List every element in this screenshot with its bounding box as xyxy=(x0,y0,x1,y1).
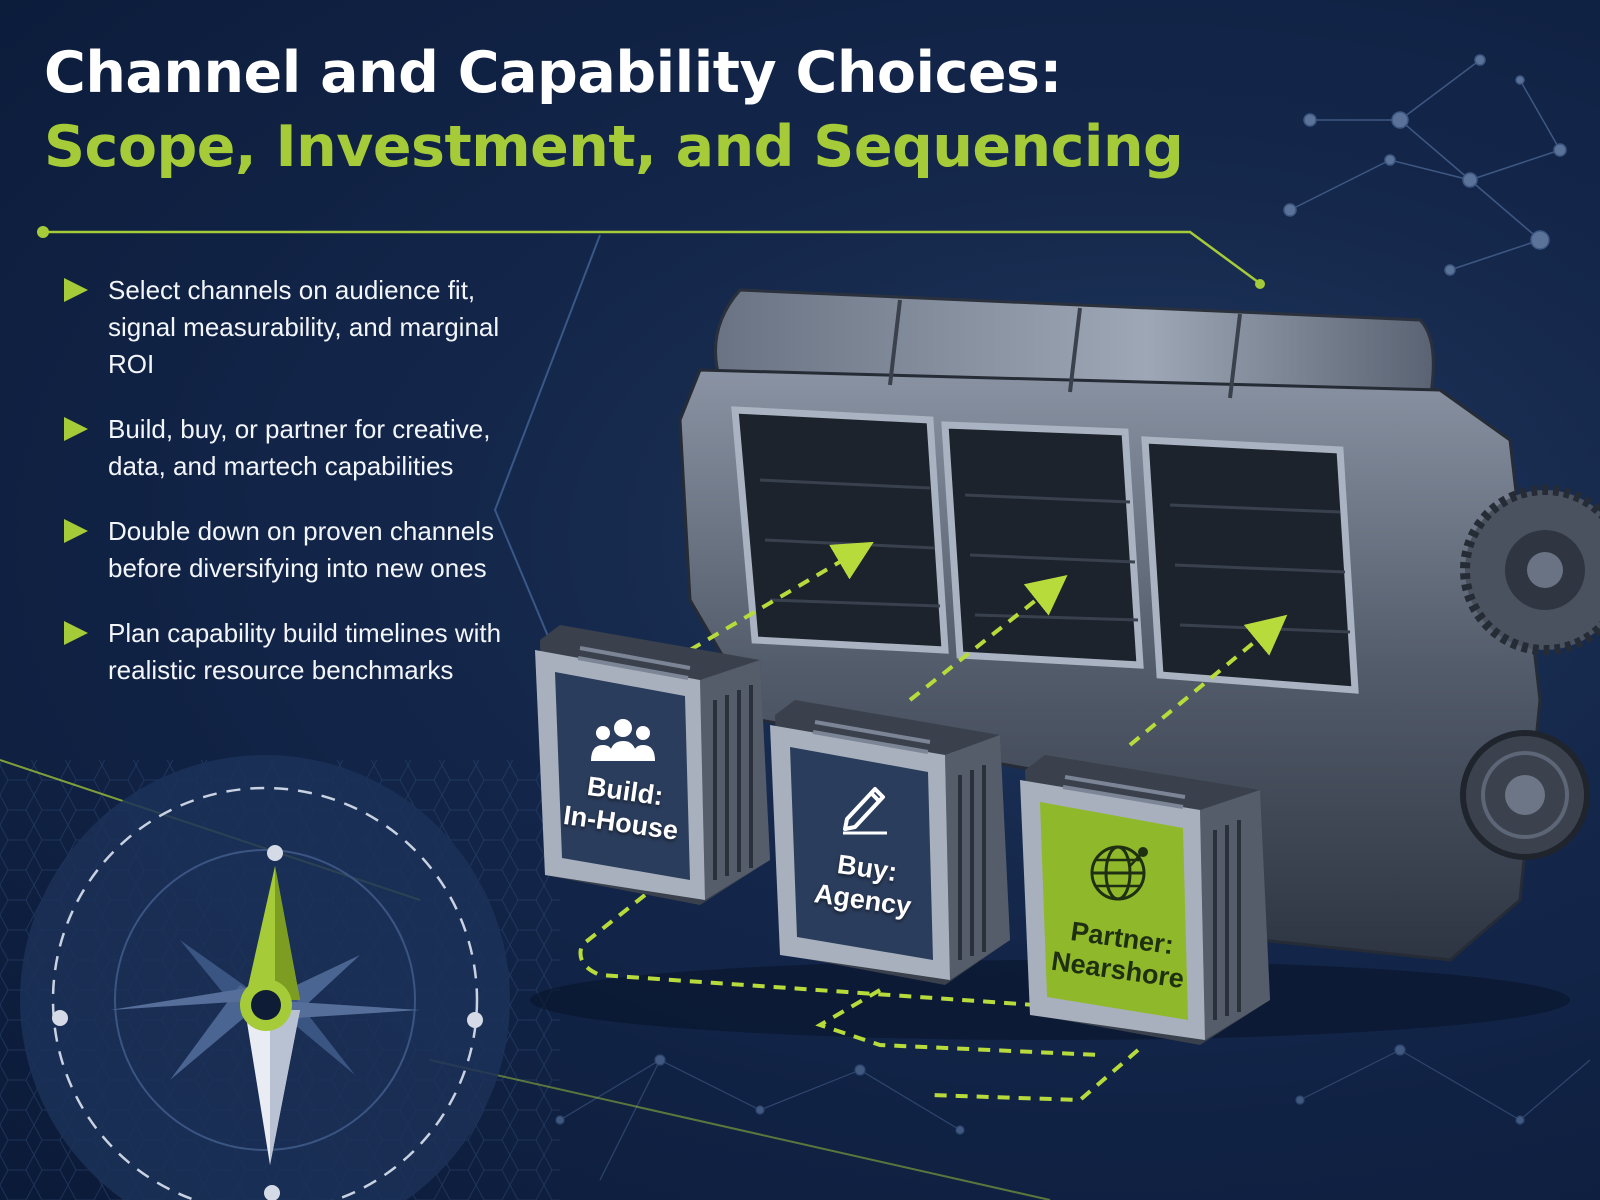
pencil-icon xyxy=(843,787,887,835)
page-title: Channel and Capability Choices: Scope, I… xyxy=(44,40,1274,180)
triangle-bullet-icon xyxy=(64,417,88,441)
bullet-text: Plan capability build timelines with rea… xyxy=(108,618,502,685)
people-group-icon xyxy=(591,719,655,761)
title-line-1: Channel and Capability Choices: xyxy=(44,40,1062,106)
bullet-item: Plan capability build timelines with rea… xyxy=(60,615,520,689)
triangle-bullet-icon xyxy=(64,621,88,645)
bullet-list: Select channels on audience fit, signal … xyxy=(60,272,520,717)
bullet-item: Double down on proven channels before di… xyxy=(60,513,520,587)
bullet-item: Build, buy, or partner for creative, dat… xyxy=(60,411,520,485)
title-line-2: Scope, Investment, and Sequencing xyxy=(44,113,1184,180)
bullet-text: Double down on proven channels before di… xyxy=(108,516,494,583)
globe-network-icon xyxy=(1090,845,1148,901)
bullet-item: Select channels on audience fit, signal … xyxy=(60,272,520,383)
triangle-bullet-icon xyxy=(64,278,88,302)
triangle-bullet-icon xyxy=(64,519,88,543)
bullet-text: Build, buy, or partner for creative, dat… xyxy=(108,414,491,481)
bullet-text: Select channels on audience fit, signal … xyxy=(108,275,500,379)
